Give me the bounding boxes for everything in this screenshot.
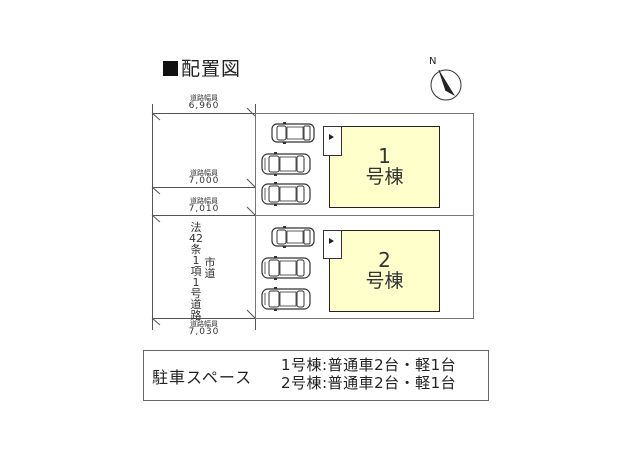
road-width-label-1: 道路幅員 6,960 [164, 94, 244, 111]
road-width-value: 6,960 [188, 101, 220, 111]
road-type-text: 法42条1項1号道路 [189, 221, 203, 322]
kei-car-icon [271, 226, 315, 249]
house-label: 号棟 [365, 270, 404, 292]
standard-car-icon [261, 256, 311, 281]
road-left-boundary [152, 104, 153, 330]
road-width-label-4: 道路幅員 7,030 [164, 320, 244, 337]
road-width-label-3: 道路幅員 7,010 [164, 197, 244, 214]
standard-car-icon [261, 152, 311, 177]
lot-2-boundary [255, 215, 474, 319]
entrance-1 [323, 126, 342, 156]
north-compass: N [426, 56, 466, 104]
standard-car-icon [261, 287, 311, 312]
house-2: 2 号棟 [329, 230, 440, 312]
parking-details: 1号棟:普通車2台・軽1台 2号棟:普通車2台・軽1台 [281, 356, 456, 392]
parking-line-1: 1号棟:普通車2台・軽1台 [281, 356, 457, 374]
road-width-value: 7,030 [188, 327, 220, 337]
page-title: 配置図 [163, 54, 241, 81]
black-square-icon [163, 61, 178, 76]
compass-icon [430, 69, 462, 101]
dimension-ticks [151, 108, 256, 326]
road-width-title: 道路幅員 [190, 169, 218, 177]
road-width-title: 道路幅員 [190, 197, 218, 205]
house-number: 1 [378, 144, 391, 168]
road-width-title: 道路幅員 [190, 320, 218, 328]
house-number: 2 [378, 248, 391, 272]
dimension-line-2 [152, 187, 255, 188]
house-label: 号棟 [365, 166, 404, 188]
standard-car-icon [261, 182, 311, 207]
road-width-title: 道路幅員 [190, 94, 218, 102]
entrance-arrow-icon [329, 238, 334, 244]
entrance-2 [323, 230, 342, 259]
road-width-value: 7,000 [188, 176, 220, 186]
north-label: N [429, 56, 437, 67]
parking-label: 駐車スペース [152, 368, 253, 387]
road-width-label-2: 道路幅員 7,000 [164, 169, 244, 186]
house-1: 1 号棟 [329, 126, 440, 208]
road-width-value: 7,010 [188, 204, 220, 214]
kei-car-icon [271, 122, 315, 145]
parking-info-box [143, 350, 489, 401]
title-text: 配置図 [181, 58, 242, 80]
parking-line-2: 2号棟:普通車2台・軽1台 [281, 374, 457, 392]
entrance-arrow-icon [329, 134, 334, 140]
road-owner-text: 市道 [204, 256, 216, 280]
